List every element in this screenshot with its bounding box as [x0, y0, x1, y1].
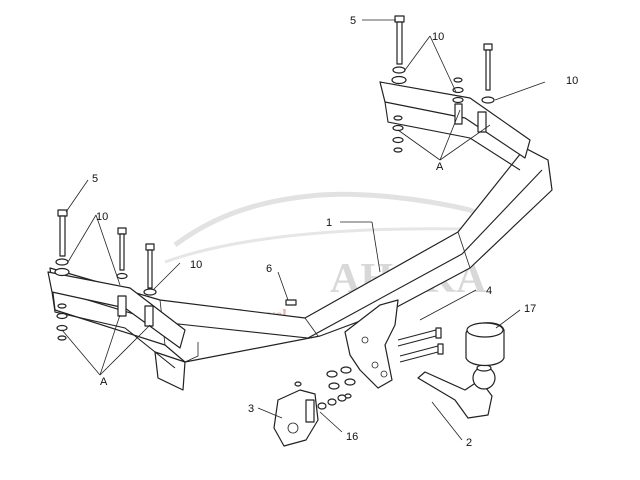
right-bolts	[391, 15, 495, 153]
callout-5-left: 5	[92, 173, 98, 185]
left-bolts	[54, 209, 157, 341]
callout-a-left: A	[100, 376, 108, 388]
callout-6: 6	[266, 263, 272, 275]
crossbar-part-1	[49, 147, 553, 391]
callout-labels: 5 10 10 A 5 10 10 A 1 6 4 17 3 16 2	[92, 15, 578, 449]
nuts-washers-center	[285, 299, 356, 410]
callout-10-left: 10	[96, 211, 108, 223]
callout-1: 1	[326, 217, 332, 229]
callout-10-right: 10	[566, 75, 578, 87]
callout-10-top: 10	[432, 31, 444, 43]
bolts-part-4	[397, 327, 444, 363]
callout-17: 17	[524, 303, 536, 315]
callout-16: 16	[346, 431, 358, 443]
center-mount-plate	[344, 299, 399, 389]
towball-part-2	[417, 364, 496, 419]
socket-bracket-part-3	[273, 389, 319, 447]
callout-5-top: 5	[350, 15, 356, 27]
callout-2: 2	[466, 437, 472, 449]
callout-3: 3	[248, 403, 254, 415]
ball-cover-part-17	[465, 322, 505, 367]
callout-4: 4	[486, 285, 492, 297]
watermark-car	[164, 191, 502, 264]
callout-10-left-lower: 10	[190, 259, 202, 271]
callout-a-right: A	[436, 161, 444, 173]
leader-lines	[61, 19, 546, 441]
right-side-bracket	[379, 81, 531, 171]
left-side-bracket	[47, 271, 186, 369]
